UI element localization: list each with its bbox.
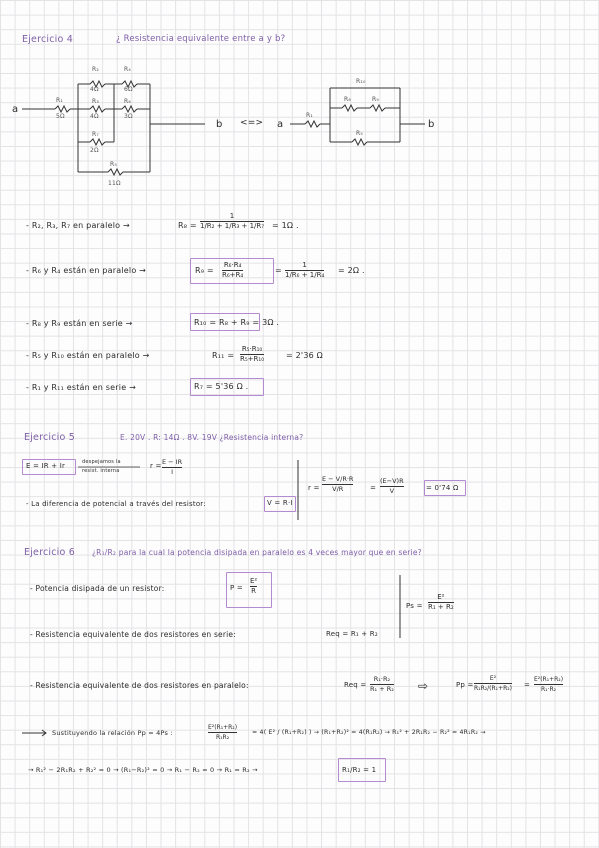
node-a: a: [12, 104, 19, 115]
ex5-vri-box: [264, 496, 296, 512]
ex6-sub-rest: = 4( E² / (R₁+R₂) ) → (R₁+R₂)² = 4(R₁R₂)…: [252, 729, 486, 736]
ex4-line3-text: - R₈ y R₉ están en serie →: [26, 319, 133, 328]
ex5-r-eq: r =: [150, 462, 162, 470]
ex5-final-box: [424, 480, 466, 496]
ex6-ps-lhs: Ps =: [406, 602, 423, 610]
ex4-line3-boxed: R₁₀ = R₈ + R₉ = 3Ω .: [194, 318, 280, 327]
ex6-question: ¿R₁/R₂ para la cual la potencia disipada…: [92, 548, 422, 557]
ex6-serie-label: - Resistencia equivalente de dos resisto…: [30, 630, 236, 639]
ex4-line2-result: = 2Ω .: [338, 266, 365, 275]
ex6-pp-lhs: Pp =: [456, 681, 474, 689]
implies-arrow-icon: ⇨: [418, 679, 429, 693]
ex4-line1-result: = 1Ω .: [272, 221, 299, 230]
label-r9: R₉: [372, 96, 379, 103]
ex6-power-box: [226, 572, 272, 608]
ex6-power-label: - Potencia disipada de un resistor:: [30, 584, 165, 593]
ex6-serie-formula: Req = R₁ + R₂: [326, 630, 378, 638]
ex5-final-result: = 0'74 Ω: [426, 484, 459, 492]
value-r2: 4Ω: [90, 86, 99, 93]
label-r1: R₁: [56, 97, 63, 104]
label-r2: R₂: [92, 66, 99, 73]
label-r4: R₄: [124, 66, 131, 73]
ex4-line4-result: = 2'36 Ω: [286, 351, 323, 360]
ex4-line1-lhs: R₈ =: [178, 221, 197, 230]
ex6-par-label: - Resistencia equivalente de dos resisto…: [30, 681, 249, 690]
ex6-title: Ejercicio 6: [24, 547, 75, 558]
ex4-line4-text: - R₅ y R₁₀ están en paralelo →: [26, 351, 150, 360]
label-r5: R₅: [110, 161, 117, 168]
ex6-par-lhs: Req =: [344, 681, 367, 689]
ex5-final-mid: =: [370, 484, 377, 492]
ex6-power-lhs: P =: [230, 584, 243, 592]
ex5-title: Ejercicio 5: [24, 432, 75, 443]
value-r4: 6Ω: [124, 86, 133, 93]
value-r3: 4Ω: [90, 113, 99, 120]
ex4-line4-lhs: R₁₁ =: [212, 351, 235, 360]
ex4-line2-box: [190, 258, 274, 284]
ex4-question: ¿ Resistencia equivalente entre a y b?: [116, 34, 286, 44]
ex6-sub-label: Sustituyendo la relación Pp = 4Ps :: [52, 729, 173, 737]
ex6-last-line: → R₁² − 2R₁R₂ + R₂² = 0 → (R₁−R₂)² = 0 →…: [28, 766, 258, 774]
label-r1-2: R₁: [306, 112, 313, 119]
label-r8: R₈: [344, 96, 351, 103]
ex5-line2: - La diferencia de potencial a través de…: [26, 500, 206, 508]
ex6-pp-mid: =: [524, 681, 531, 689]
ex5-final-lhs: r =: [308, 484, 320, 492]
value-r7: 2Ω: [90, 147, 99, 154]
ex5-note1: despejamos la: [82, 459, 121, 465]
ex4-line5-box: [190, 378, 264, 396]
ex4-line2-text: - R₆ y R₄ están en paralelo →: [26, 266, 147, 275]
label-r10: R₁₀: [356, 78, 366, 85]
ex4-line1-text: - R₂, R₃, R₇ en paralelo →: [26, 221, 130, 230]
value-r5: 11Ω: [108, 180, 121, 187]
ex4-title: Ejercicio 4: [22, 34, 73, 45]
node-b-2: b: [428, 119, 435, 130]
ex5-note2: resist. interna: [82, 468, 120, 474]
label-r7: R₇: [92, 131, 99, 138]
label-r3: R₃: [92, 98, 99, 105]
ex6-final: R₁/R₂ = 1: [342, 766, 377, 774]
ex6-pp-fraction2: E²(R₁+R₂)R₁·R₂: [534, 676, 564, 693]
ex4-line3-box: [190, 313, 260, 331]
ex4-line2-lhs: R₉ =: [195, 266, 214, 275]
ex5-eq1: E = IR + Ir: [26, 462, 66, 470]
ex4-line2-mid: =: [275, 266, 282, 275]
equivalence-arrow: <=>: [240, 118, 264, 128]
ex4-line5-text: - R₁ y R₁₁ están en serie →: [26, 383, 136, 392]
ex6-sub-fraction: E²(R₁+R₂)R₁R₂: [208, 724, 238, 741]
ex5-vri: V = R·I: [267, 499, 293, 507]
value-r6: 3Ω: [124, 113, 133, 120]
ex4-line5-boxed: R₇ = 5'36 Ω .: [194, 382, 249, 391]
node-b: b: [216, 119, 223, 130]
ex5-given: E. 20V . R: 14Ω . 8V. 19V ¿Resistencia i…: [120, 433, 304, 442]
label-r6: R₆: [124, 98, 131, 105]
ex6-final-box: [338, 758, 386, 782]
label-r5-2: R₅: [356, 130, 363, 137]
ex5-eq1-box: [22, 459, 76, 475]
value-r1: 5Ω: [56, 113, 65, 120]
node-a-2: a: [277, 119, 284, 130]
